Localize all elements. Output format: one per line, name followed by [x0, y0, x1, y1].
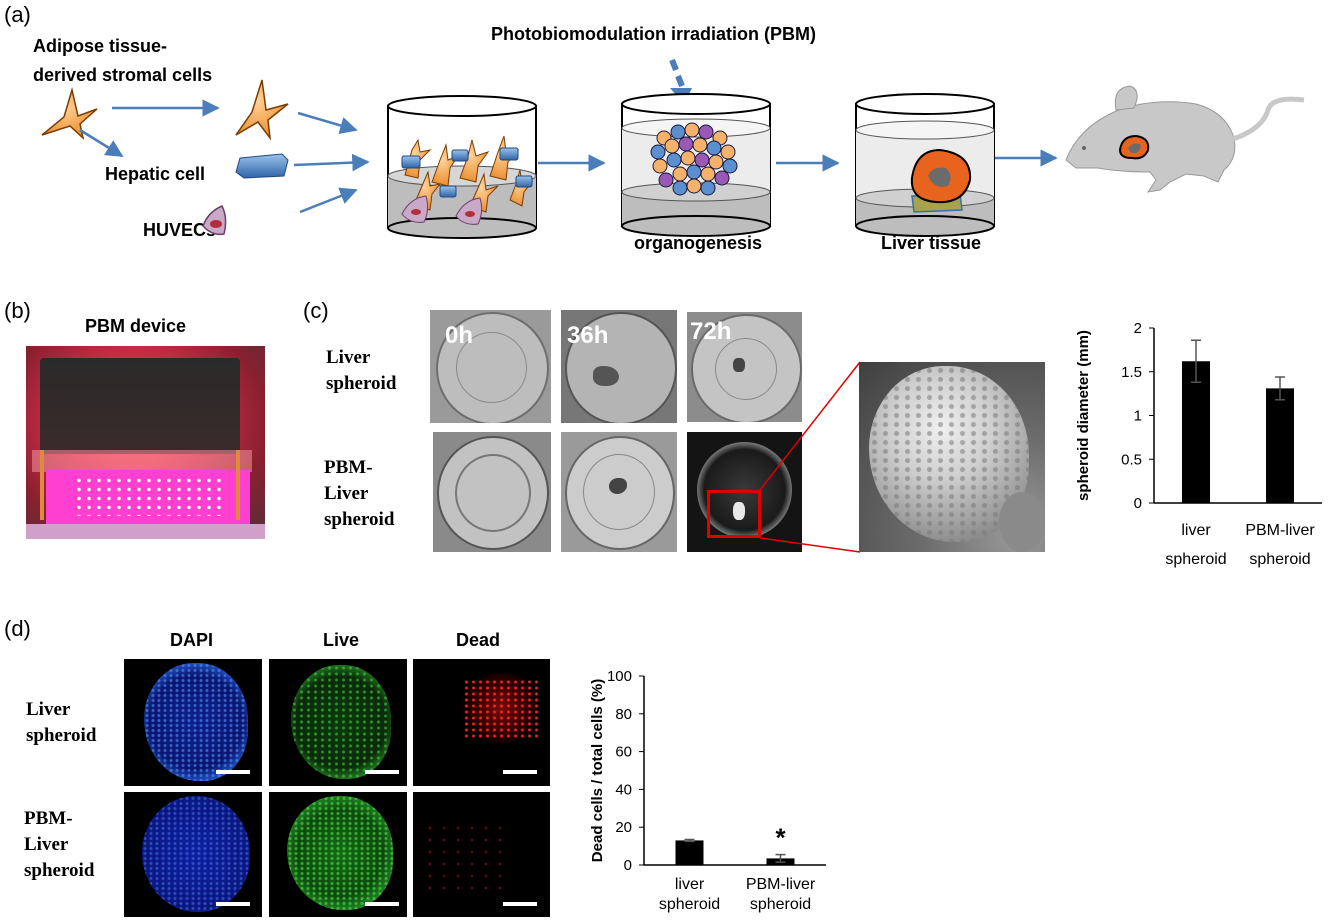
bar [1266, 388, 1294, 503]
category-label: liver [1181, 522, 1211, 539]
live-image-pbm [269, 792, 407, 917]
well-image-liver-36h [561, 310, 677, 423]
row-label-pbm-liver-spheroid-d: PBM- Liver spheroid [24, 806, 94, 884]
y-axis-label: spheroid diameter (mm) [1075, 330, 1092, 501]
row-label-line: PBM- [324, 457, 373, 478]
pbm-device-title: PBM device [85, 316, 187, 336]
huvec-label: HUVECs [143, 220, 217, 240]
row-label-liver-spheroid-d: Liver spheroid [26, 697, 96, 749]
dead-image-liver [413, 659, 550, 786]
row-label-line: spheroid [324, 509, 395, 530]
row-label-line: spheroid [326, 373, 397, 394]
hepatic-cell-label: Hepatic cell [105, 164, 206, 184]
y-tick-label: 60 [615, 744, 632, 761]
category-label: PBM-liver [746, 876, 816, 893]
column-label-dapi: DAPI [170, 630, 214, 650]
dead-cells-chart: 0 20 40 60 80 100 liver spheroid PBM-liver sphero… [589, 668, 826, 913]
well-image-liver-0h [430, 310, 551, 423]
dead-image-pbm [413, 792, 550, 917]
row-label-line: spheroid [24, 860, 95, 881]
y-tick-label: 0.5 [1121, 451, 1142, 468]
row-label-line: Liver [26, 699, 71, 720]
time-label-36h: 36h [567, 322, 609, 349]
category-label: liver [675, 876, 705, 893]
y-tick-label: 80 [615, 706, 632, 723]
row-label-line: spheroid [26, 725, 97, 746]
panel-d-letter: (d) [4, 616, 31, 641]
live-image-liver [269, 659, 407, 786]
bar [675, 840, 704, 865]
liver-tissue-label: Liver tissue [881, 233, 982, 253]
organogenesis-label: organogenesis [634, 233, 763, 253]
adipose-label-line1: Adipose tissue- [33, 36, 168, 56]
column-label-dead: Dead [456, 630, 501, 650]
dapi-image-liver [124, 659, 262, 786]
time-label-72h: 72h [690, 318, 732, 345]
dapi-image-pbm [124, 792, 262, 917]
y-tick-label: 40 [615, 781, 632, 798]
huvec-icon [202, 205, 227, 236]
adipose-label-line2: derived stromal cells [33, 65, 213, 85]
flow-arrows [79, 99, 1058, 214]
organogenesis-dish [621, 93, 771, 237]
category-label: spheroid [1249, 551, 1310, 568]
stromal-cell-icon [41, 87, 98, 141]
panel-a-letter: (a) [4, 2, 31, 27]
column-label-live: Live [323, 630, 360, 650]
y-tick-label: 0 [1134, 495, 1142, 512]
liver-tissue-dish [855, 93, 995, 237]
y-tick-label: 100 [607, 668, 632, 685]
y-tick-label: 2 [1134, 320, 1142, 337]
panel-b-letter: (b) [4, 298, 31, 323]
culture-dish [387, 95, 537, 239]
sem-spheroid-image [859, 362, 1045, 552]
category-label: PBM-liver [1245, 522, 1315, 539]
hepatic-cell-icon [235, 153, 289, 179]
pbm-device-photo [26, 346, 265, 539]
well-image-pbm-36h [561, 432, 677, 552]
significance-marker: * [775, 823, 786, 853]
zoom-lines [759, 361, 861, 553]
row-label-line: Liver [324, 483, 369, 504]
time-label-0h: 0h [445, 322, 474, 349]
spheroid-cluster [650, 122, 738, 196]
mouse-icon [1065, 85, 1305, 193]
row-label-liver-spheroid: Liver spheroid [326, 345, 396, 397]
schematic-diagram [41, 58, 1305, 239]
adipose-label: Adipose tissue- derived stromal cells [33, 32, 212, 90]
spheroid-diameter-chart: 0 0.5 1 1.5 2 liver spheroid PBM-liver spheroid s… [1075, 320, 1322, 568]
y-tick-label: 1.5 [1121, 364, 1142, 381]
y-tick-label: 1 [1134, 408, 1142, 425]
stromal-cell-icon [235, 79, 289, 141]
y-axis-label: Dead cells / total cells (%) [589, 679, 606, 862]
row-label-line: Liver [24, 834, 69, 855]
category-label: spheroid [659, 896, 720, 913]
y-tick-label: 20 [615, 819, 632, 836]
well-image-liver-72h [687, 312, 802, 422]
row-label-line: PBM- [24, 808, 73, 829]
y-tick-label: 0 [624, 857, 632, 874]
zoom-box [707, 490, 761, 538]
bar [1182, 361, 1210, 503]
panel-c-letter: (c) [303, 298, 329, 323]
pbm-title: Photobiomodulation irradiation (PBM) [491, 24, 816, 44]
row-label-pbm-liver-spheroid: PBM- Liver spheroid [324, 455, 394, 533]
category-label: spheroid [750, 896, 811, 913]
row-label-line: Liver [326, 347, 371, 368]
well-image-pbm-0h [433, 432, 551, 552]
category-label: spheroid [1165, 551, 1226, 568]
